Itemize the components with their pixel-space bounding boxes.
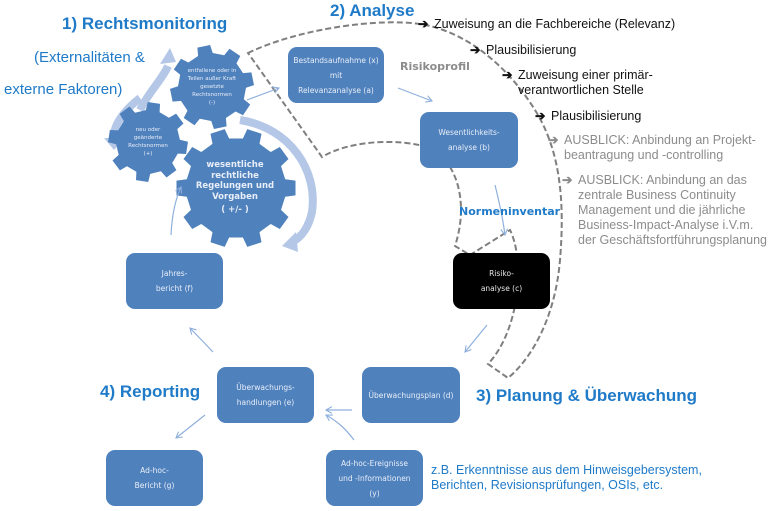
arrow-ereignisse-to-handlungen xyxy=(325,414,355,441)
note-line: AUSBLICK: Anbindung an Projekt- xyxy=(564,133,756,147)
cycle-arc-top-arrowhead xyxy=(160,48,176,64)
right-arrow-icon: ➔ xyxy=(418,17,429,31)
box-line: bericht (f) xyxy=(155,284,194,293)
cycle-arc-right-arrowhead xyxy=(282,232,298,252)
note-examples: z.B. Erkenntnisse aus dem Hinweisgebersy… xyxy=(431,463,702,493)
gear-removed-norms-shape xyxy=(170,45,254,129)
note-ausblick-projekt: ➔ AUSBLICK: Anbindung an Projekt- beantra… xyxy=(548,133,756,163)
gear-label-line: gesetzte xyxy=(200,84,224,90)
gear-label-line: wesentliche xyxy=(206,160,264,171)
gear-label-line: (+) xyxy=(143,151,153,157)
cycle-arc-right xyxy=(239,116,317,246)
box-line: handlungen (e) xyxy=(236,398,295,407)
gear-label-line: rechtliche xyxy=(211,170,259,181)
box-ueberwachungsplan[interactable]: Überwachungsplan (d) xyxy=(362,367,460,423)
box-line: Überwachungsplan (d) xyxy=(368,390,454,400)
gear-main-regulations-shape xyxy=(176,129,296,247)
section-subtitle-line1: (Externalitäten & xyxy=(34,49,145,66)
gear-label-line: geänderte xyxy=(133,135,163,141)
gear-label-line: Regelungen und xyxy=(195,181,275,192)
note-line: der Geschäftsfortführungsplanung xyxy=(578,233,768,247)
gear-label-line: Rechtsnormen xyxy=(192,92,232,98)
gear-label-line: Vorgaben xyxy=(212,191,258,202)
box-line: Ad-hoc-Ereignisse xyxy=(340,458,409,468)
note-plausibilisierung-1: ➔ Plausibilisierung xyxy=(470,43,576,58)
gear-icon xyxy=(176,129,296,247)
box-wesentlichkeitsanalyse[interactable]: Wesentlichkeits- analyse (b) xyxy=(420,112,518,168)
box-line: Risiko- xyxy=(489,269,514,278)
gear-label-line: entfallene oder in xyxy=(187,68,237,74)
note-line: Business-Impact-Analyse i.V.m. xyxy=(578,218,754,232)
gear-removed-norms: entfallene oder in Teilen außer Kraft ge… xyxy=(176,62,248,112)
note-line: Berichten, Revisionsprüfungen, OSIs, etc… xyxy=(431,478,664,492)
box-line: Ad-hoc- xyxy=(140,466,169,475)
arrow-risikoanalyse-to-ueberwachungsplan xyxy=(464,324,488,353)
note-plausibilisierung-2: ➔ Plausibilisierung xyxy=(535,109,641,124)
box-adhoc-ereignisse[interactable]: Ad-hoc-Ereignisse und -Informationen (y) xyxy=(326,450,423,506)
note-line: zentrale Business Continuity xyxy=(578,188,736,202)
arrow-handlungen-to-jahresbericht xyxy=(189,327,214,353)
note-line: Plausibilisierung xyxy=(486,43,577,57)
note-line: beantragung und -controlling xyxy=(564,148,724,162)
arrow-gears-to-bestandsaufnahme xyxy=(246,86,281,101)
gear-label-line: ( +/- ) xyxy=(221,205,249,216)
note-line: AUSBLICK: Anbindung an das xyxy=(578,173,747,187)
section-subtitle-line2: externe Faktoren) xyxy=(4,81,123,98)
arrow-bestandsaufnahme-to-wesentlichkeit xyxy=(397,87,434,103)
box-line: und -Informationen xyxy=(338,473,411,483)
box-line: Bestandsaufnahme (x) xyxy=(293,55,379,65)
note-line: Zuweisung an die Fachbereiche (Relevanz) xyxy=(434,17,676,31)
box-line: (y) xyxy=(369,488,380,498)
arrow-handlungen-to-adhoc-bericht xyxy=(175,414,206,439)
section-title-rechtsmonitoring: 1) Rechtsmonitoring xyxy=(62,14,228,33)
arrow-wesentlichkeit-to-risikoanalyse xyxy=(494,184,509,237)
gear-main-regulations: wesentliche rechtliche Regelungen und Vo… xyxy=(190,158,280,218)
box-adhoc-bericht[interactable]: Ad-hoc- Bericht (g) xyxy=(106,450,203,506)
cycle-arc-top xyxy=(136,64,172,112)
section-title-analyse: 2) Analyse xyxy=(330,1,415,20)
box-line: Wesentlichkeits- xyxy=(438,128,500,137)
note-line: verantwortlichen Stelle xyxy=(518,83,644,97)
box-jahresbericht[interactable]: Jahres- bericht (f) xyxy=(126,253,223,309)
box-ueberwachungshandlungen[interactable]: Überwachungs- handlungen (e) xyxy=(217,367,314,423)
gear-label-line: Teilen außer Kraft xyxy=(187,76,237,82)
box-line: mit xyxy=(329,70,343,80)
arrow-jahresbericht-to-gears xyxy=(170,186,183,236)
box-line: Relevanzanalyse (a) xyxy=(298,85,374,95)
box-risikoanalyse[interactable]: Risiko- analyse (c) xyxy=(453,253,550,309)
box-line: Bericht (g) xyxy=(134,481,175,490)
right-arrow-icon: ➔ xyxy=(470,43,481,57)
note-ausblick-bcm: ➔ AUSBLICK: Anbindung an das zentrale Bus… xyxy=(562,173,767,248)
section-title-reporting: 4) Reporting xyxy=(100,382,201,401)
note-zuweisung-stelle: ➔ Zuweisung einer primär- verantwortliche… xyxy=(502,68,653,98)
note-zuweisung-fachbereiche: ➔ Zuweisung an die Fachbereiche (Relevanz… xyxy=(418,17,675,32)
box-bestandsaufnahme[interactable]: Bestandsaufnahme (x) mit Relevanzanalyse… xyxy=(288,47,384,103)
note-line: Zuweisung einer primär- xyxy=(518,68,653,82)
gear-icon xyxy=(170,45,254,129)
right-arrow-icon: ➔ xyxy=(548,133,559,147)
right-arrow-icon: ➔ xyxy=(502,68,513,82)
label-risikoprofil: Risikoprofil xyxy=(400,60,470,73)
gear-icon xyxy=(108,102,188,182)
section-title-planung: 3) Planung & Überwachung xyxy=(476,386,698,405)
gear-new-norms-shape xyxy=(108,102,188,182)
label-normeninventar: Normeninventar xyxy=(459,205,561,218)
gear-label-line: Rechtsnormen xyxy=(128,143,168,149)
note-line: Plausibilisierung xyxy=(551,109,642,123)
box-line: analyse (b) xyxy=(448,143,490,152)
box-line: analyse (c) xyxy=(480,284,523,293)
gear-label-line: (-) xyxy=(208,100,216,106)
note-line: Management und die jährliche xyxy=(578,203,746,217)
gear-label-line: neu oder xyxy=(135,127,161,133)
box-line: Überwachungs- xyxy=(236,383,295,392)
gear-new-norms: neu oder geänderte Rechtsnormen (+) xyxy=(116,120,180,164)
box-line: Jahres- xyxy=(161,269,188,278)
right-arrow-icon: ➔ xyxy=(535,109,546,123)
right-arrow-icon: ➔ xyxy=(562,173,573,187)
note-line: z.B. Erkenntnisse aus dem Hinweisgebersy… xyxy=(431,463,702,477)
